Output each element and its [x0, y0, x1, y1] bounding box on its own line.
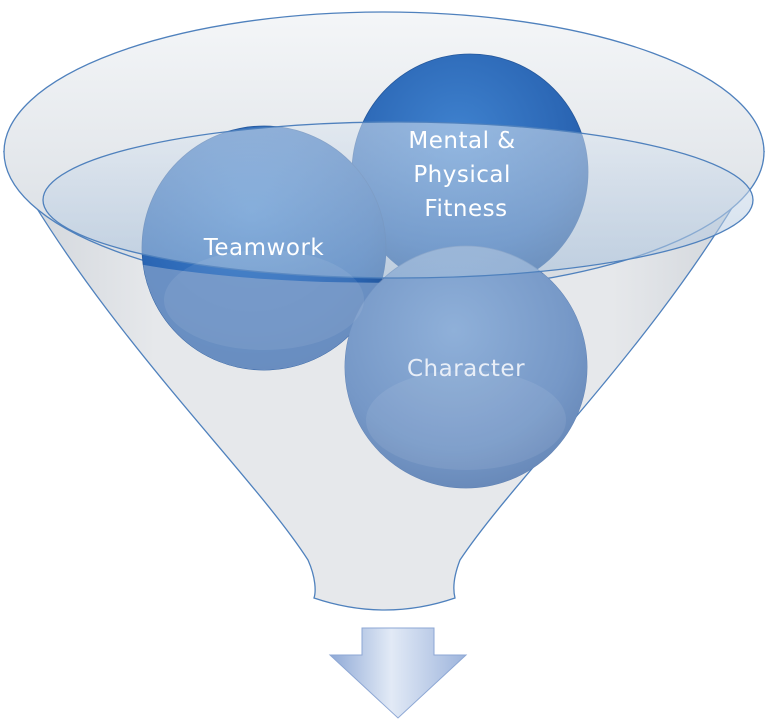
label-character: Character [407, 356, 525, 382]
circle-glint [366, 370, 566, 470]
label-teamwork: Teamwork [203, 235, 325, 261]
label-mental-physical: Mental & Physical Fitness [408, 128, 523, 222]
funnel-mouth [42, 121, 754, 279]
circle-glint [164, 250, 364, 350]
down-arrow-icon [328, 627, 468, 719]
